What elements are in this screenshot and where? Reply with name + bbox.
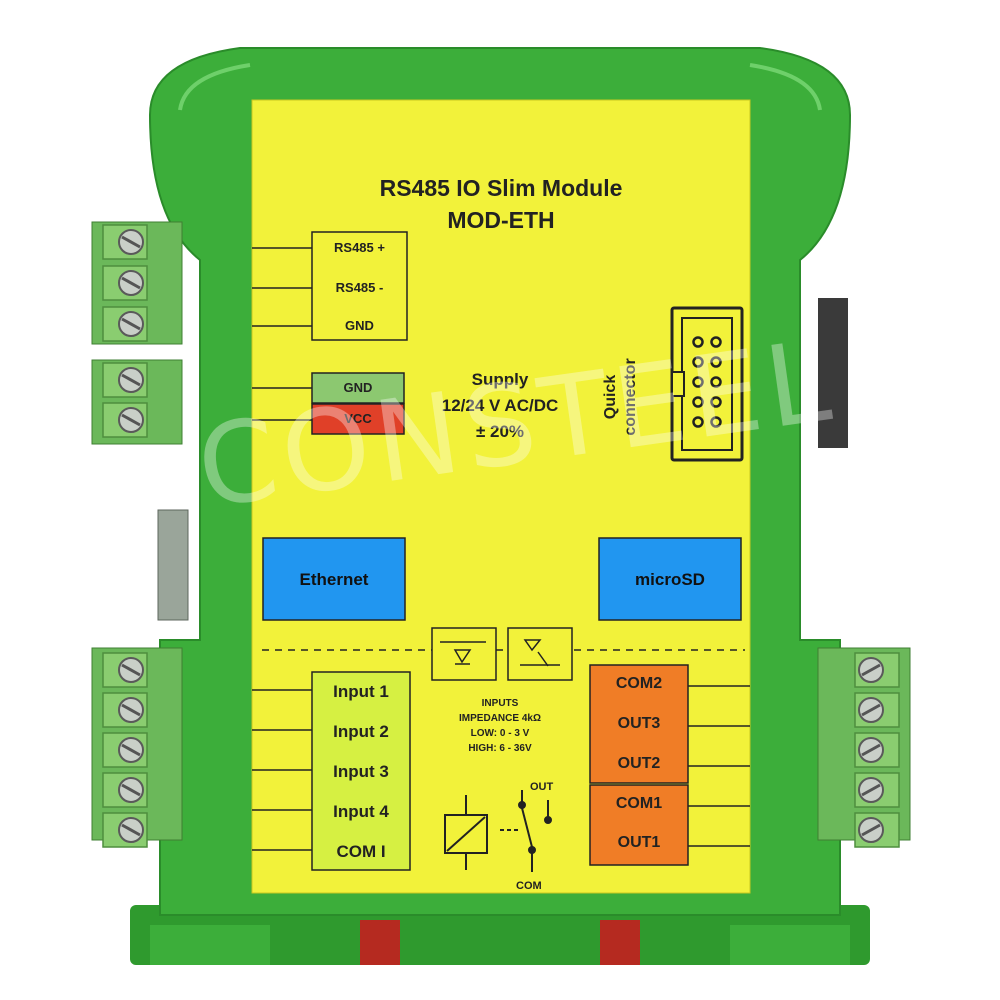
output-box-group-2 bbox=[589, 784, 689, 866]
supply-gnd-label: GND bbox=[343, 380, 373, 395]
rs485-box bbox=[311, 231, 408, 341]
input-4-label: Input 4 bbox=[333, 802, 389, 821]
com2-label: COM2 bbox=[615, 675, 663, 692]
spec-line-3: LOW: 0 - 3 V bbox=[470, 728, 530, 739]
optocoupler-icon-2 bbox=[507, 627, 573, 681]
supply-line-3: ± 20% bbox=[475, 422, 525, 441]
rs485-terminal-block bbox=[91, 221, 183, 345]
quick-connector-line-2: connector bbox=[622, 358, 639, 436]
spec-line-2: IMPEDANCE 4kΩ bbox=[459, 713, 541, 724]
out3-label: OUT3 bbox=[617, 715, 661, 732]
spec-line-4: HIGH: 6 - 36V bbox=[468, 743, 532, 754]
output-box-group-1 bbox=[589, 664, 689, 784]
output-terminal-block bbox=[817, 647, 911, 849]
quick-connector-line-1: Quick bbox=[602, 374, 619, 420]
out1-label: OUT1 bbox=[617, 834, 661, 851]
input-1-label: Input 1 bbox=[333, 682, 389, 701]
microsd-label: microSD bbox=[635, 570, 705, 589]
module-model: MOD-ETH bbox=[447, 207, 555, 233]
relay-com-label: COM bbox=[516, 880, 542, 892]
relay-out-label: OUT bbox=[530, 781, 554, 793]
spec-line-1: INPUTS bbox=[481, 698, 519, 709]
supply-line-2: 12/24 V AC/DC bbox=[441, 396, 559, 415]
ethernet-port-stub bbox=[157, 509, 189, 621]
module-title: RS485 IO Slim Module bbox=[379, 175, 623, 201]
com-i-label: COM I bbox=[336, 842, 386, 861]
relay-symbol bbox=[444, 790, 552, 872]
com1-label: COM1 bbox=[615, 795, 663, 812]
out2-label: OUT2 bbox=[617, 755, 661, 772]
supply-vcc-box bbox=[311, 403, 405, 435]
rs485-plus-label: RS485 + bbox=[334, 240, 385, 255]
ethernet-label: Ethernet bbox=[299, 570, 369, 589]
quick-connector-label: Quick connector bbox=[601, 342, 645, 452]
input-box bbox=[311, 671, 411, 871]
microsd-box bbox=[598, 537, 742, 621]
input-terminal-block bbox=[91, 647, 183, 849]
input-2-label: Input 2 bbox=[333, 722, 389, 741]
rs485-minus-label: RS485 - bbox=[335, 280, 384, 295]
rs485-gnd-label: GND bbox=[345, 318, 374, 333]
supply-terminal-block bbox=[91, 359, 183, 445]
supply-line-1: Supply bbox=[471, 370, 529, 389]
ethernet-box bbox=[262, 537, 406, 621]
input-3-label: Input 3 bbox=[333, 762, 389, 781]
quick-connector-stub bbox=[818, 298, 848, 448]
din-rail-base bbox=[130, 905, 870, 965]
input-specs: INPUTS IMPEDANCE 4kΩ LOW: 0 - 3 V HIGH: … bbox=[420, 696, 580, 756]
supply-vcc-label: VCC bbox=[344, 411, 372, 426]
optocoupler-icon-1 bbox=[431, 627, 497, 681]
